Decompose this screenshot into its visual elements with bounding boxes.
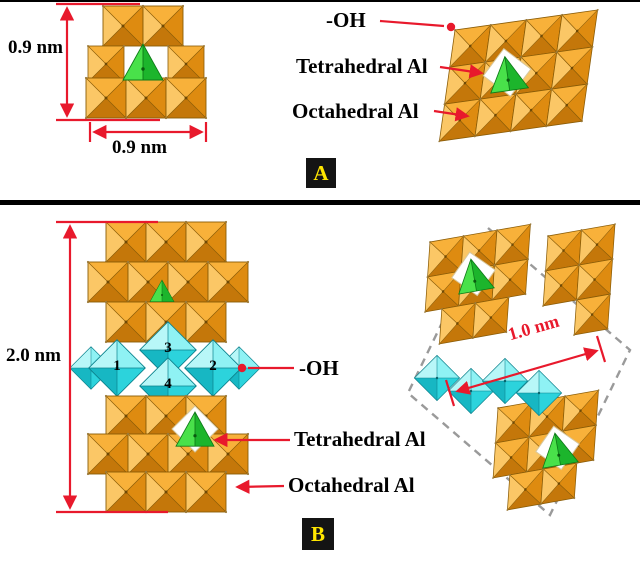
site-number-3: 3 — [164, 340, 172, 356]
legend-oh-b: -OH — [299, 356, 339, 380]
top-border — [0, 0, 640, 2]
site-number-4: 4 — [164, 376, 172, 392]
cyan-chain — [413, 354, 563, 417]
legend-octahedral-a: Octahedral Al — [292, 99, 419, 123]
legend-oh-a: -OH — [326, 8, 366, 32]
unit-cell-rhombus — [406, 226, 632, 517]
tetrahedral-arrow-a — [439, 64, 484, 79]
al13-cluster-side-view — [84, 4, 208, 120]
panel-label-b: B — [302, 518, 334, 550]
site-number-2: 2 — [209, 358, 217, 374]
dim-height-label-b: 2.0 nm — [6, 345, 61, 366]
unit-cell-tetrahedron-top — [451, 251, 496, 297]
oh-dot-a — [446, 22, 456, 32]
dim-height-b — [56, 220, 168, 514]
legend-tetrahedral-a: Tetrahedral Al — [296, 54, 428, 78]
legend-arrows-b — [213, 363, 294, 494]
sheet-tetrahedron-a — [482, 47, 532, 97]
dim-width-b — [444, 335, 607, 407]
panel-label-a: A — [306, 158, 336, 188]
legend-arrows-a — [379, 19, 484, 122]
site-number-1: 1 — [113, 358, 121, 374]
al30-cluster-side-view — [69, 220, 261, 514]
octahedral-arrow-a — [433, 107, 470, 122]
legend-tetrahedral-b: Tetrahedral Al — [294, 427, 426, 451]
panel-divider — [0, 200, 640, 205]
oh-arrow-a — [379, 19, 445, 28]
unit-cell-tetrahedron-bottom — [535, 425, 580, 471]
dim-height-a — [56, 2, 160, 122]
oh-dot-b — [237, 363, 247, 373]
dim-width-label-a: 0.9 nm — [112, 137, 167, 158]
dim-width-a — [88, 122, 208, 142]
dim-height-label-a: 0.9 nm — [8, 37, 63, 58]
lower-tetrahedron-b — [171, 405, 219, 453]
al30-top-view — [413, 222, 617, 512]
legend-octahedral-b: Octahedral Al — [288, 473, 415, 497]
octahedral-arrow-b — [235, 479, 285, 494]
